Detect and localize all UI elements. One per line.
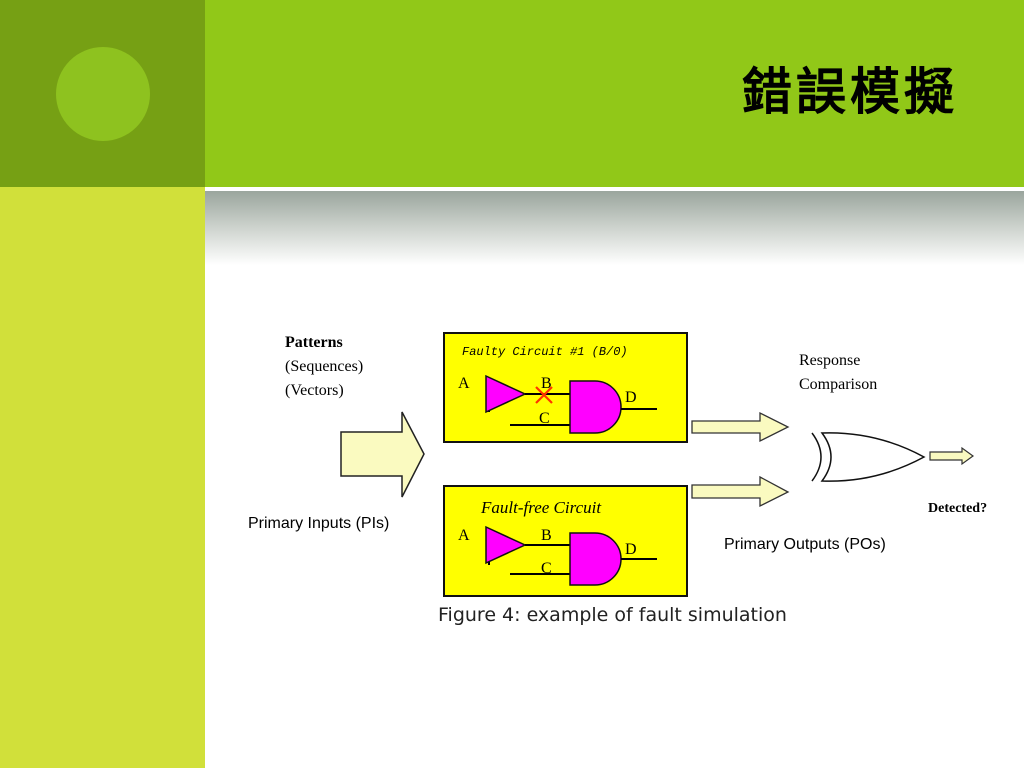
input-arrow — [340, 411, 425, 498]
sidebar-bottom-block — [0, 187, 205, 768]
header-shadow — [205, 191, 1024, 265]
header-divider — [205, 187, 1024, 191]
faultfree-signal-b: B — [541, 527, 552, 544]
faulty-circuit-box: Faulty Circuit #1 (B/0) A B C D — [443, 332, 688, 443]
slide-title: 錯誤模擬 — [742, 63, 958, 121]
faulty-signal-a: A — [458, 375, 470, 392]
faultfree-output-arrow — [691, 475, 790, 508]
primary-inputs-label: Primary Inputs (PIs) — [248, 515, 389, 532]
faultfree-circuit-title: Fault-free Circuit — [480, 498, 602, 517]
faulty-output-arrow — [691, 411, 790, 443]
comparison-label: Comparison — [799, 376, 877, 393]
faultfree-signal-c: C — [541, 560, 552, 577]
faultfree-circuit-box: Fault-free Circuit A B C D — [443, 485, 688, 597]
patterns-sequences: (Sequences) — [285, 358, 363, 375]
faulty-buffer-gate — [485, 374, 527, 414]
patterns-vectors: (Vectors) — [285, 382, 344, 399]
decorative-circle — [56, 47, 150, 141]
fault-simulation-diagram: Patterns (Sequences) (Vectors) Primary I… — [248, 332, 987, 597]
faultfree-buffer-gate — [485, 525, 527, 565]
faulty-signal-d: D — [625, 389, 637, 406]
faultfree-signal-d: D — [625, 541, 637, 558]
faultfree-and-gate — [569, 532, 622, 586]
header-band — [205, 0, 1024, 187]
fault-x-icon — [535, 386, 553, 404]
primary-outputs-label: Primary Outputs (POs) — [724, 536, 886, 553]
faulty-signal-b: B — [541, 375, 552, 392]
figure-caption: Figure 4: example of fault simulation — [438, 604, 787, 626]
faultfree-signal-a: A — [458, 527, 470, 544]
faulty-signal-c: C — [539, 410, 550, 427]
response-label: Response — [799, 352, 860, 369]
patterns-title: Patterns — [285, 334, 343, 351]
xor-gate — [811, 432, 926, 482]
detected-arrow — [929, 446, 975, 466]
faulty-and-gate — [569, 380, 622, 434]
detected-label: Detected? — [928, 501, 987, 516]
faulty-circuit-title: Faulty Circuit #1 (B/0) — [462, 345, 628, 359]
